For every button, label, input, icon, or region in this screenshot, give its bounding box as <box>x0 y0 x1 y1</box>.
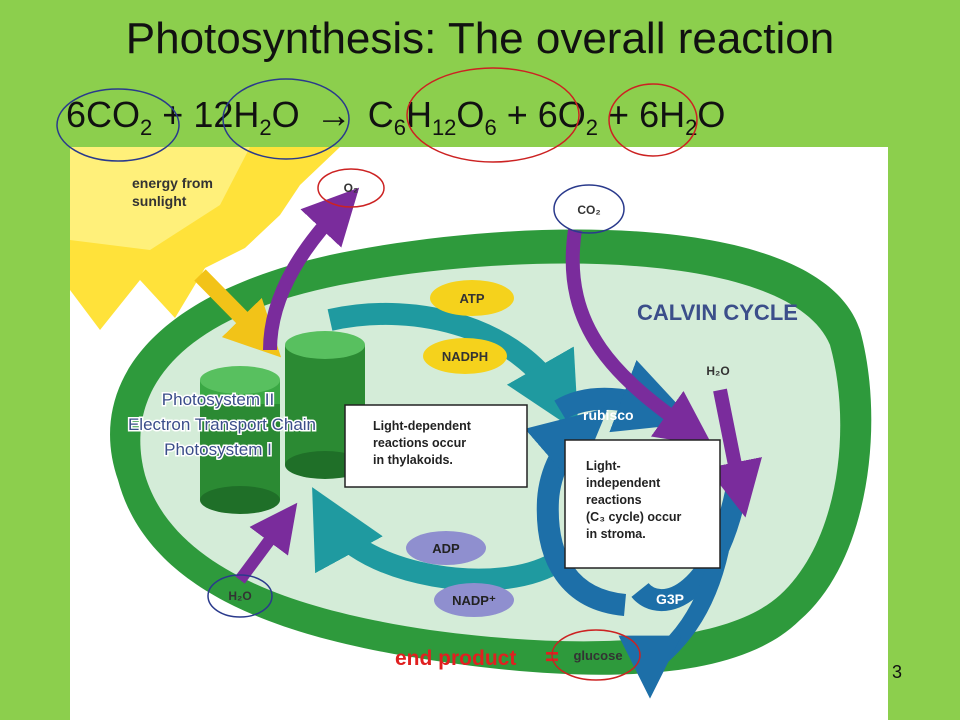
end-product-label: end product <box>395 647 516 670</box>
h2o-output-arrow <box>707 388 762 518</box>
rubisco-label: rubisco <box>583 407 634 423</box>
photosystem-line1: Photosystem II <box>162 390 274 409</box>
h2o-bottom-label: H₂O <box>228 589 251 603</box>
co2-equation-circle <box>56 88 180 162</box>
o2-equation-circle <box>608 83 698 157</box>
sun-icon <box>70 147 340 330</box>
dark-box-line2: independent <box>586 476 661 490</box>
adp-pill <box>406 531 486 565</box>
g3p-label: G3P <box>656 591 684 607</box>
dark-box-line5: in stroma. <box>586 527 646 541</box>
atp-pill <box>430 280 514 316</box>
plus-sign-2: + <box>506 94 528 135</box>
adp-label: ADP <box>432 541 460 556</box>
dark-box-line3: reactions <box>586 493 642 507</box>
nadph-pill <box>423 338 507 374</box>
light-box-line3: in thylakoids. <box>373 453 453 467</box>
glucose-highlight-circle <box>551 629 641 681</box>
sun-label-line2: sunlight <box>132 193 187 209</box>
glucose-output-arrow <box>618 547 729 699</box>
calvin-cycle-arc-left <box>524 407 627 616</box>
co2-input-arrow <box>565 228 713 447</box>
slide-number: 3 <box>891 662 902 682</box>
product-h2o: 6H2O <box>639 94 726 141</box>
sunlight-arrow <box>194 269 282 358</box>
sun-label-line1: energy from <box>132 175 213 191</box>
reactant-h2o: 12H2O <box>193 94 300 141</box>
h2o-equation-circle <box>222 78 350 160</box>
calvin-cycle-label: CALVIN CYCLE <box>637 300 798 325</box>
o2-output-arrow <box>263 187 360 351</box>
atp-nadph-arrow <box>327 303 579 433</box>
photosystem-line2: Electron Transport Chain <box>128 415 316 434</box>
photosystem-line3: Photosystem I <box>164 440 272 459</box>
reactant-co2: 6CO2 <box>66 94 153 141</box>
light-box-line1: Light-dependent <box>373 419 472 433</box>
co2-label: CO₂ <box>577 203 600 217</box>
nadph-label: NADPH <box>442 349 488 364</box>
co2-highlight-circle <box>553 184 625 234</box>
h2o-right-label: H₂O <box>706 364 729 378</box>
nadp-pill <box>434 583 514 617</box>
reaction-arrow: → <box>315 94 352 135</box>
glucose-equation-circle <box>406 67 580 163</box>
reaction-equation: 6CO2 + 12H2O → C6H12O6 + 6O2 + 6H2O <box>66 94 725 141</box>
atp-label: ATP <box>459 291 484 306</box>
light-independent-box <box>564 439 721 569</box>
dark-box-line4: (C₃ cycle) occur <box>586 510 682 524</box>
nadp-label: NADP⁺ <box>452 593 496 608</box>
product-glucose: C6H12O6 <box>367 94 497 141</box>
photosystem-label: Photosystem II Electron Transport Chain … <box>126 389 317 461</box>
product-o2: 6O2 <box>537 94 599 141</box>
slide-title: Photosynthesis: The overall reaction <box>125 14 835 63</box>
light-box-line2: reactions occur <box>373 436 466 450</box>
o2-highlight-circle <box>317 168 385 208</box>
light-dependent-box <box>344 404 528 488</box>
glucose-label: glucose <box>573 648 622 663</box>
o2-label: O₂ <box>344 181 359 195</box>
dark-box-line1: Light- <box>586 459 621 473</box>
h2o-input-arrow <box>235 502 298 584</box>
adp-nadp-return-arrow <box>312 487 567 591</box>
h2o-highlight-circle <box>207 574 273 618</box>
